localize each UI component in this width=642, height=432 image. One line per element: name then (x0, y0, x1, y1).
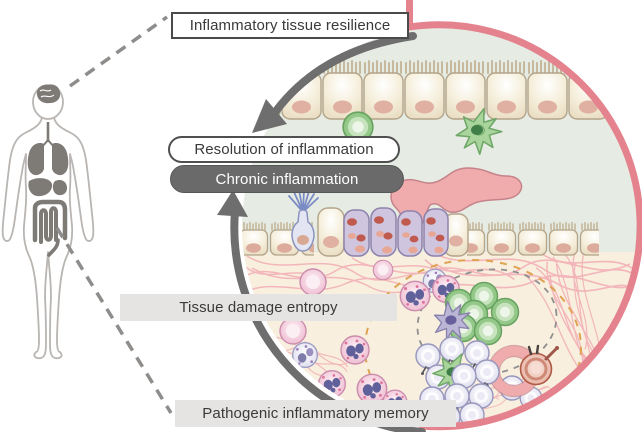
brain-icon (36, 84, 61, 104)
human-figure (1, 84, 95, 360)
label-chronic-inflammation: Chronic inflammation (170, 165, 404, 193)
immune-cell-cluster-purple (416, 337, 499, 432)
immune-cell-cluster-green (430, 281, 520, 346)
cycle-arrowhead-left (217, 190, 248, 217)
dendritic-cell-purple (430, 297, 475, 344)
mast-cell (519, 344, 559, 386)
label-tissue-damage-entropy: Tissue damage entropy (120, 294, 397, 321)
damaged-epithelium (242, 188, 599, 257)
lungs-icon (27, 122, 69, 176)
label-pathogenic-inflammatory-memory: Pathogenic inflammatory memory (175, 400, 456, 427)
dashed-connector-top (68, 15, 169, 88)
tuft-cell (288, 188, 319, 252)
dendritic-cell-green-top (452, 102, 508, 159)
cycle-arrowhead-top (252, 99, 287, 133)
intestines-icon (32, 199, 68, 257)
label-resolution-of-inflammation: Resolution of inflammation (168, 136, 400, 163)
circle-border (405, 21, 642, 431)
liver-icon (28, 178, 67, 197)
label-inflammatory-tissue-resilience: Inflammatory tissue resilience (171, 12, 409, 39)
cycle-arrow-top (272, 32, 417, 115)
dashed-connector-bottom (55, 227, 173, 414)
circle-border-tail (406, 0, 413, 29)
